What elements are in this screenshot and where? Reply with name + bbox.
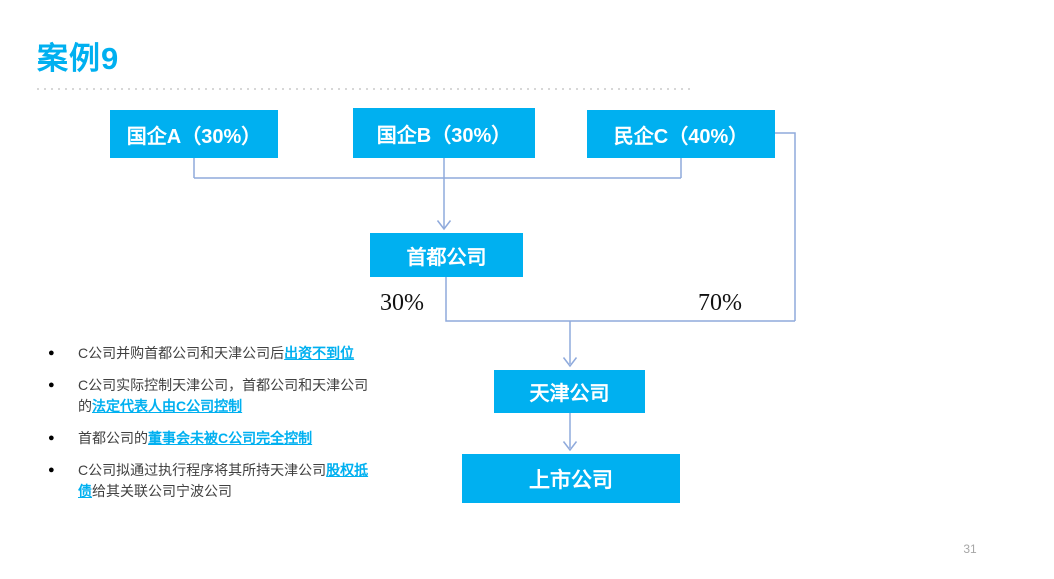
page-title: 案例9	[37, 41, 120, 76]
bullet-text: C公司拟通过执行程序将其所持天津公司股权抵债给其关联公司宁波公司	[78, 460, 378, 502]
connector-c-elbow	[775, 132, 796, 321]
bullet-text-segment: C公司实际控制天津公司，首都公司和天津公司的	[78, 377, 369, 414]
bullet-marker: ●	[48, 379, 55, 391]
connector-top-tree	[193, 158, 682, 179]
arrowhead-tianjin	[562, 357, 578, 368]
title-divider	[37, 88, 693, 90]
bullet-text-segment: C公司并购首都公司和天津公司后	[78, 345, 285, 361]
bullet-text-segment: 首都公司的	[78, 430, 148, 446]
arrowhead-capital	[436, 220, 452, 231]
bullet-item: ● C公司实际控制天津公司，首都公司和天津公司的法定代表人由C公司控制	[48, 375, 423, 417]
node-capital-company: 首都公司	[370, 233, 523, 277]
pct-label-right: 70%	[698, 290, 742, 316]
node-tianjin-company: 天津公司	[494, 370, 645, 413]
pct-label-left: 30%	[380, 290, 424, 316]
node-soe-b: 国企B（30%）	[353, 108, 535, 158]
bullet-marker: ●	[48, 432, 55, 444]
bullet-marker: ●	[48, 347, 55, 359]
bullet-text-segment: 给其关联公司宁波公司	[92, 483, 232, 499]
bullet-item: ● C公司并购首都公司和天津公司后出资不到位	[48, 343, 423, 364]
bullet-text: 首都公司的董事会未被C公司完全控制	[78, 428, 378, 449]
bullet-item: ● C公司拟通过执行程序将其所持天津公司股权抵债给其关联公司宁波公司	[48, 460, 423, 502]
node-private-c: 民企C（40%）	[587, 110, 775, 158]
node-listed-company: 上市公司	[462, 454, 680, 503]
page-number: 31	[963, 542, 977, 556]
node-soe-a: 国企A（30%）	[110, 110, 278, 158]
bullet-item: ● 首都公司的董事会未被C公司完全控制	[48, 428, 423, 449]
bullet-text-highlight: 股权抵债	[78, 462, 369, 499]
connector-capital-down	[445, 277, 795, 322]
bullet-text-segment: C公司拟通过执行程序将其所持天津公司	[78, 462, 327, 478]
bullet-marker: ●	[48, 464, 55, 476]
bullet-list: ● C公司并购首都公司和天津公司后出资不到位 ● C公司实际控制天津公司，首都公…	[48, 343, 423, 513]
arrowhead-listed	[562, 441, 578, 452]
bullet-text-highlight: 法定代表人由C公司控制	[92, 398, 243, 414]
bullet-text-highlight: 董事会未被C公司完全控制	[148, 430, 313, 446]
bullet-text: C公司实际控制天津公司，首都公司和天津公司的法定代表人由C公司控制	[78, 375, 378, 417]
bullet-text-highlight: 出资不到位	[284, 345, 355, 361]
bullet-text: C公司并购首都公司和天津公司后出资不到位	[78, 343, 378, 364]
